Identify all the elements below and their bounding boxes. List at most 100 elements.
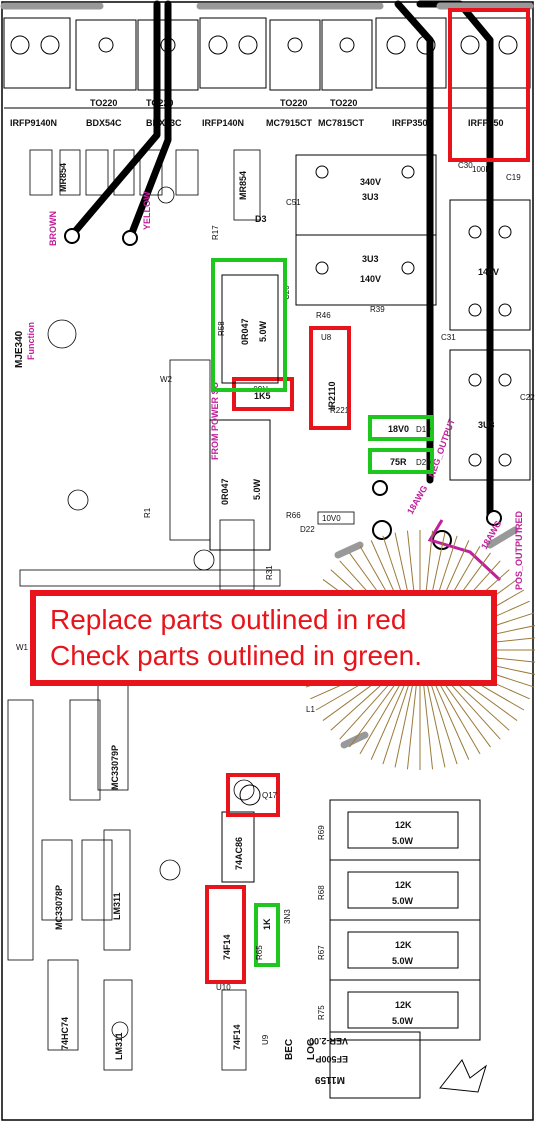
terminal-pos	[486, 510, 502, 526]
label-ir2110-ref: U8	[321, 333, 332, 342]
label-r60-value: 1K5	[254, 391, 271, 401]
label-mr854-1: MR854	[238, 171, 248, 200]
outline-r58	[211, 258, 287, 392]
label-awg-1: 18AWG	[405, 484, 429, 516]
instruction-callout: Replace parts outlined in red Check part…	[30, 590, 497, 686]
toroid-winding	[382, 678, 412, 765]
label-mje340: MJE340	[14, 330, 25, 368]
label-74hc74: 74HC74	[60, 1017, 70, 1050]
grey-traces	[0, 2, 534, 749]
label-lm311-1: LM311	[112, 892, 122, 920]
toroid-winding	[394, 679, 415, 768]
terminal-yellow	[122, 230, 138, 246]
res2-value: 12K	[395, 880, 412, 890]
label-c22: C22	[520, 393, 535, 402]
label-r31: R31	[265, 565, 274, 580]
label-loc: LOC	[306, 1039, 317, 1060]
label-u10: U10	[216, 983, 231, 992]
label-74f14-u10: 74F14	[222, 934, 232, 960]
label-u9: U9	[261, 1034, 270, 1045]
label-r58-value: 0R047	[240, 318, 250, 345]
label-d3: D3	[255, 214, 267, 224]
label-to220-1: TO220	[90, 98, 117, 108]
terminal-neg	[372, 480, 388, 496]
outline-d20	[368, 448, 434, 474]
magenta-wire	[427, 519, 502, 582]
label-r69: R69	[317, 825, 326, 840]
label-irfp350-1: IRFP350	[392, 118, 428, 128]
q-body-7	[375, 17, 447, 89]
cap-bank	[295, 154, 531, 481]
outline-q17	[226, 773, 280, 817]
outline-d19	[368, 415, 434, 441]
label-c51: C51	[286, 198, 301, 207]
label-bdx54c: BDX54C	[86, 118, 122, 128]
res3-power: 5.0W	[392, 956, 414, 966]
label-ir2110: IR2110	[327, 381, 337, 410]
label-lm311-2: LM311	[114, 1032, 124, 1060]
label-d20: D20	[416, 458, 431, 467]
wire-terminals	[64, 228, 502, 550]
label-cap-3u3-a: 3U3	[362, 192, 379, 202]
q-body-6	[321, 19, 373, 91]
label-function: Function	[26, 322, 36, 360]
label-wire-brown: BROWN	[48, 211, 58, 246]
toroid-winding	[406, 679, 418, 770]
label-d20-value: 75R	[390, 457, 407, 467]
q-body-1	[3, 17, 71, 89]
power-resistors	[329, 799, 481, 1041]
toroid-winding	[425, 679, 446, 768]
label-to220-3: TO220	[280, 98, 307, 108]
label-d19: D19	[416, 425, 431, 434]
d22-body	[317, 511, 355, 525]
res3-value: 12K	[395, 940, 412, 950]
toroid-winding	[370, 677, 409, 760]
toroid-winding	[349, 673, 403, 748]
toroid-winding	[431, 677, 470, 760]
label-c30: C30	[458, 161, 473, 170]
res1-power: 5.0W	[392, 836, 414, 846]
trace-yellow-wire	[126, 0, 172, 242]
label-wire-yellow: YELLOW	[142, 191, 152, 230]
label-r46: R46	[316, 311, 331, 320]
label-r31-power: 5.0W	[252, 478, 262, 500]
label-r66: R66	[286, 511, 301, 520]
label-red: RED	[514, 510, 524, 530]
label-irfp350-2: IRFP350	[468, 118, 504, 128]
label-pos-output: POS_OUTPUT	[514, 528, 524, 590]
r58-body	[221, 274, 279, 384]
label-r1: R1	[143, 507, 152, 518]
label-bdx53c: BDX53C	[146, 118, 182, 128]
toroid-winding	[434, 675, 481, 755]
terminal-18awg-1	[372, 520, 392, 540]
label-cap-100n: 100N	[472, 165, 491, 174]
toroid-winding	[422, 679, 434, 770]
outline-ir2110	[309, 326, 351, 430]
label-irfp140n: IRFP140N	[202, 118, 244, 128]
q-body-2	[75, 19, 137, 91]
label-r65-value: 1K	[262, 918, 272, 930]
replace-outlines	[205, 8, 530, 984]
label-c31: C31	[441, 333, 456, 342]
label-irfp9140n: IRFP9140N	[10, 118, 57, 128]
label-bec: BEC	[284, 1039, 295, 1060]
label-mr854-2: MR854	[58, 163, 68, 192]
label-c19: C19	[506, 173, 521, 182]
misc-silkscreen	[7, 149, 281, 1071]
label-c-3n3: 3N3	[283, 909, 292, 924]
trace-neg-output	[394, 0, 434, 484]
label-74ac86: 74AC86	[234, 837, 244, 870]
label-r221: R221	[330, 406, 350, 415]
res1-value: 12K	[395, 820, 412, 830]
label-mc33078p: MC33078P	[54, 885, 64, 930]
label-q17: Q17	[262, 791, 278, 800]
label-model: EF500P	[315, 1054, 348, 1064]
label-mc7915ct: MC7915CT	[266, 118, 313, 128]
label-mc7815ct: MC7815CT	[318, 118, 365, 128]
q-body-4	[199, 17, 267, 89]
label-d19-value: 18V0	[388, 424, 409, 434]
notice-line-replace: Replace parts outlined in red	[50, 604, 407, 635]
u5-body	[221, 811, 255, 883]
